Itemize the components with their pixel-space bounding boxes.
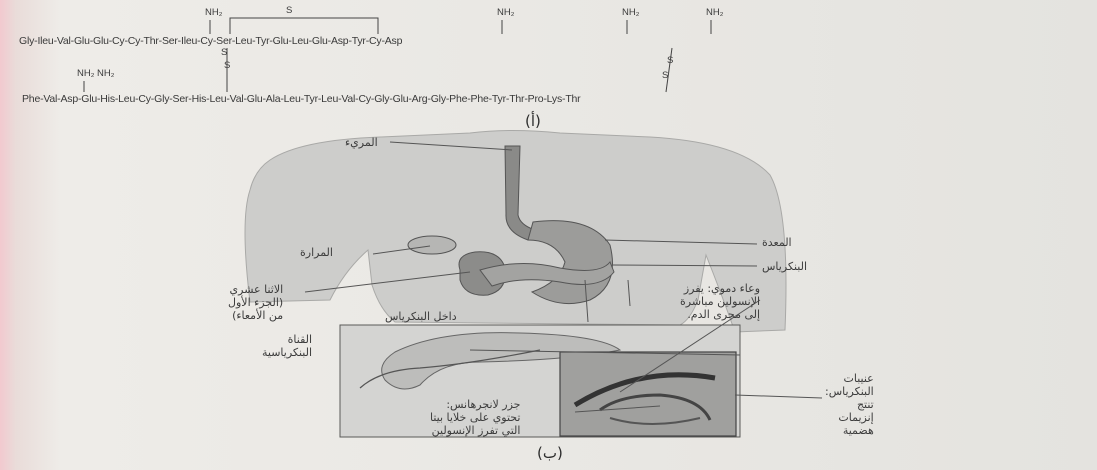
gallbladder-shape [408,236,456,254]
label-duodenum: الاثنا عشري(الجزء الأولمن الأمعاء) [228,283,283,322]
label-inside-pancreas: داخل البنكرياس [385,310,457,323]
label-esophagus: المريء [345,136,378,149]
label-pancreas: البنكرياس [762,260,807,273]
label-acini: عنيباتالبنكرياس:تنتجإنزيماتهضمية [825,372,874,437]
caption-b: (ب) [537,444,563,462]
sequence-bonds [84,18,711,92]
label-stomach: المعدة [762,236,792,249]
label-pancreatic-duct: القناةالبنكرياسية [262,333,312,359]
label-blood-vessel: وعاء دموي: يفرزالإنسولين مباشرةإلى مجرى … [680,282,760,321]
label-gallbladder: المرارة [300,246,333,259]
label-islets: جزر لانجرهانس:تحتوي على خلايا بيتاالتي ت… [430,398,520,437]
